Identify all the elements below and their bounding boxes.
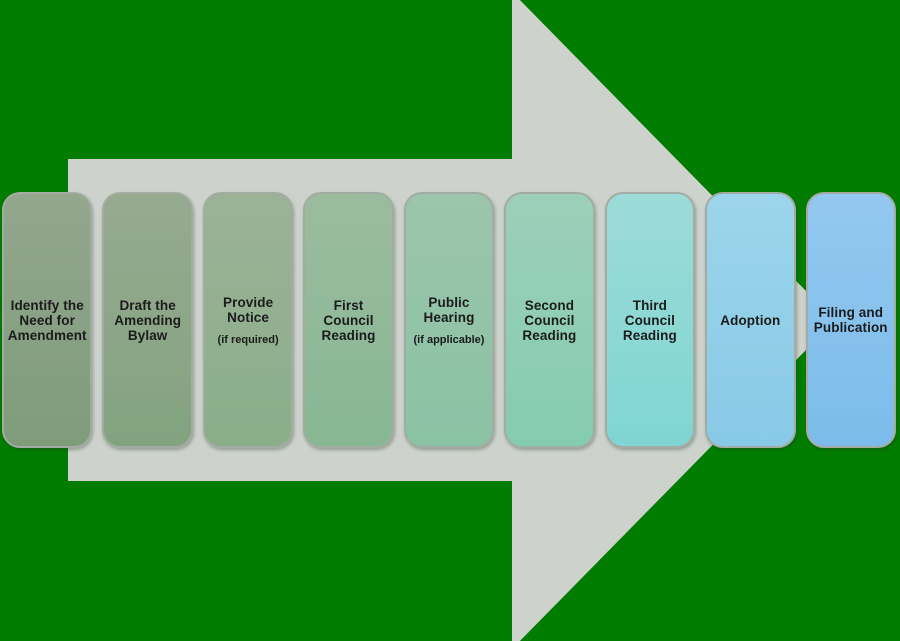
step-label-line: Reading	[321, 327, 376, 343]
step-label-line: Amendment	[7, 327, 87, 343]
process-step: Adoption	[705, 192, 796, 448]
step-sublabel: (if applicable)	[413, 333, 485, 346]
step-label-line: Reading	[622, 327, 677, 343]
step-label-line: Adoption	[720, 312, 781, 328]
step-label-line: Amending	[114, 312, 182, 328]
step-label-line: Council	[624, 312, 675, 328]
step-label: Adoption	[720, 313, 780, 328]
step-label-line: Public	[428, 294, 470, 310]
step-label-line: Second	[524, 297, 575, 313]
step-label-line: Notice	[227, 309, 270, 325]
step-label-line: Draft the	[119, 297, 176, 313]
step-label-line: Filing and	[818, 305, 884, 320]
step-label-line: Hearing	[423, 309, 475, 325]
step-label-line: First	[333, 297, 364, 313]
step-label-line: Council	[323, 312, 374, 328]
step-label-line: Third	[632, 297, 667, 313]
step-label-line: Bylaw	[127, 327, 168, 343]
step-label-line: Need for	[19, 312, 75, 328]
step-label-line: Identify the	[10, 297, 84, 313]
step-label-line: Publication	[813, 320, 888, 335]
step-label-line: Council	[524, 312, 575, 328]
step-label-line: Reading	[522, 327, 577, 343]
step-sublabel: (if required)	[217, 333, 279, 346]
step-label-line: Provide	[222, 294, 274, 310]
